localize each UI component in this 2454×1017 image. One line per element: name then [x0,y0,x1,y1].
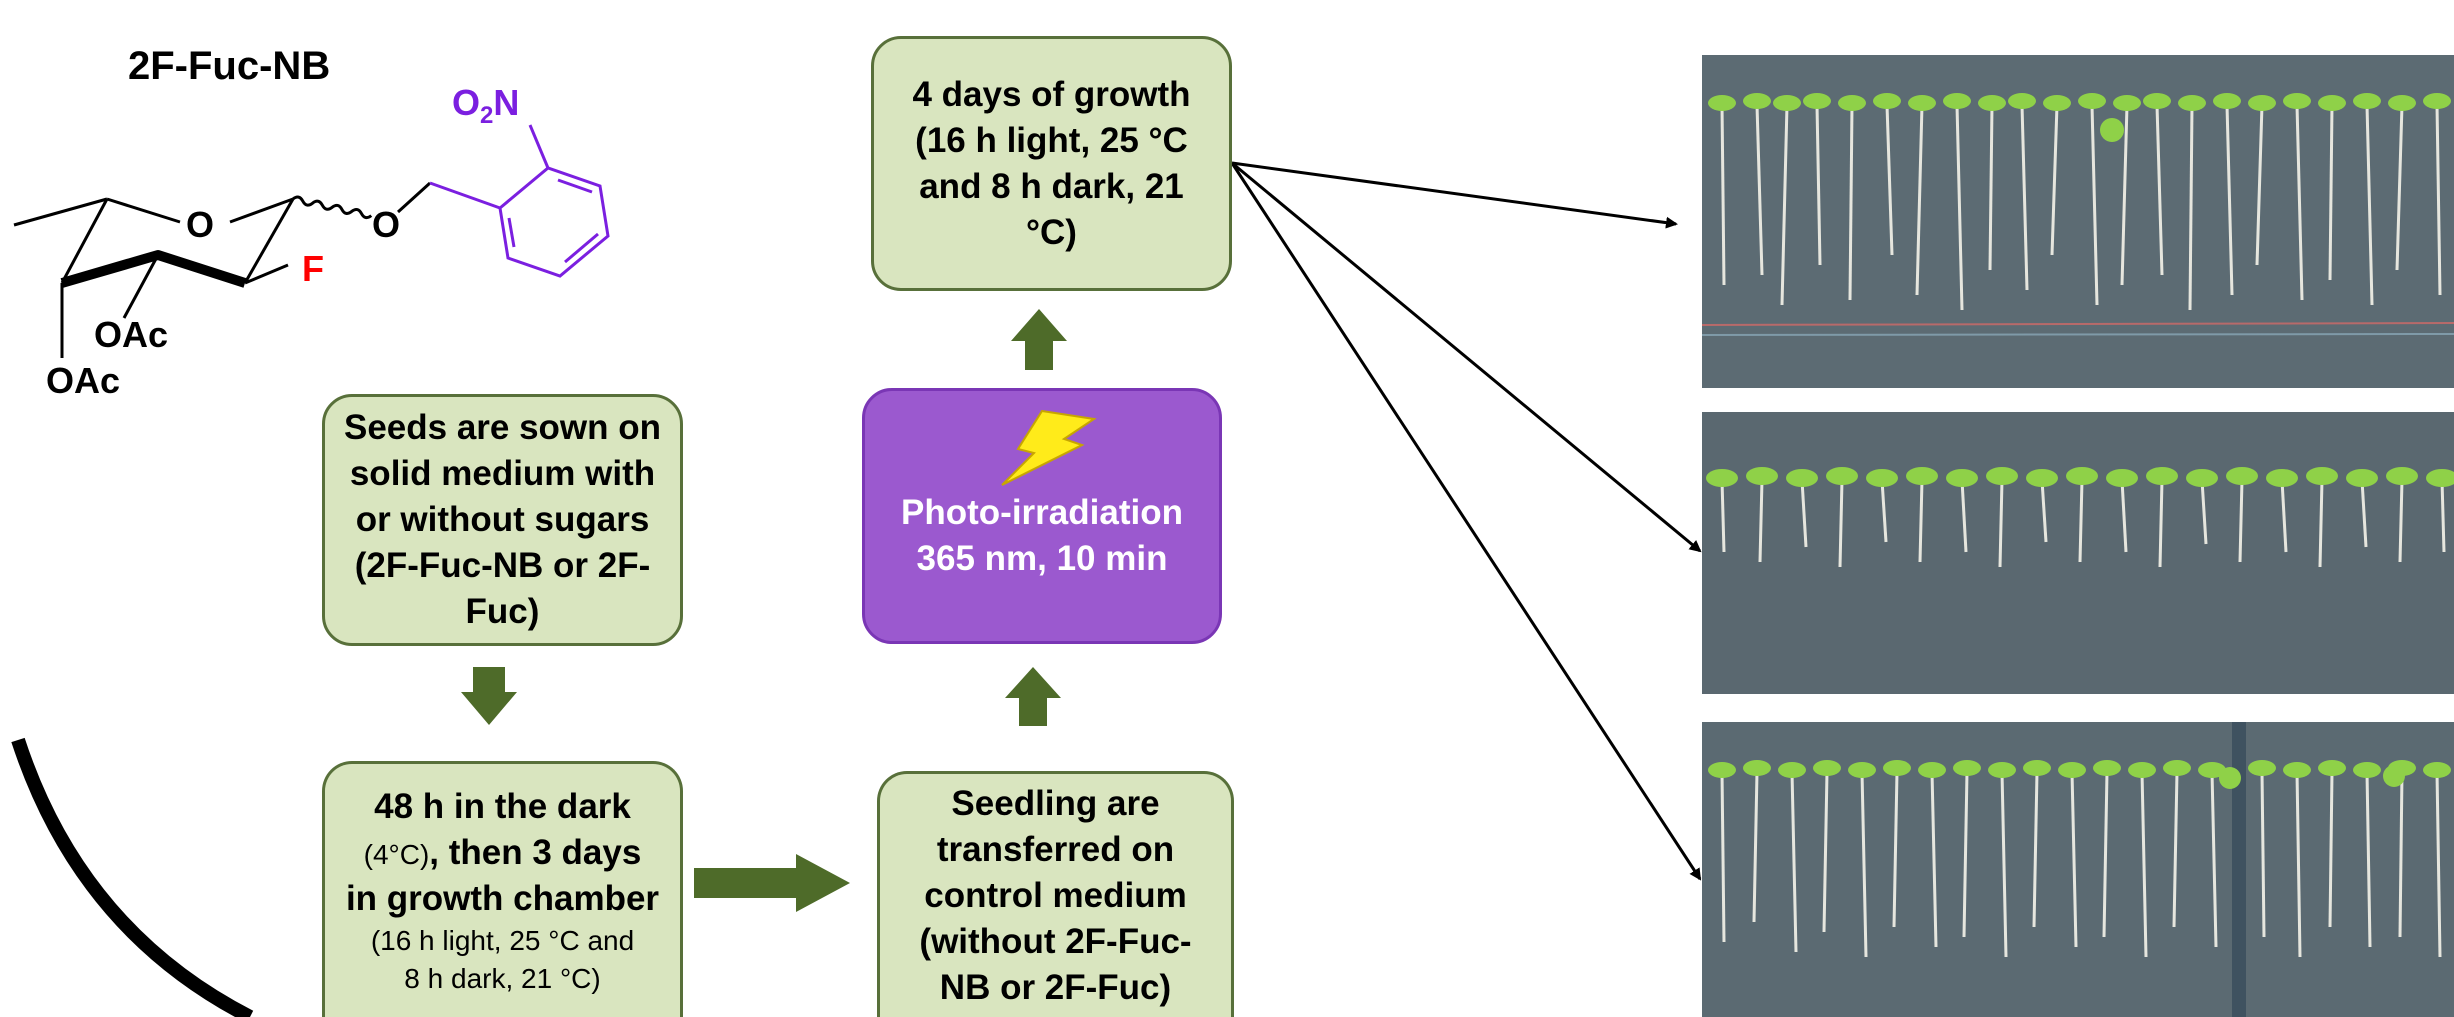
sow-line-1: Seeds are sown on [343,408,662,447]
arrow-up-icon-lower [1005,667,1061,726]
photo-arrow-middle [1231,161,1702,553]
nitro-oxygen: O [452,82,481,123]
transfer-line-5: NB or 2F-Fuc) [939,967,1172,1007]
step-growth: 4 days of growth (16 h light, 25 °C and … [871,36,1232,291]
nitro-subscript: 2 [480,102,494,130]
glycosidic-oxygen-label: O [372,204,401,245]
step-sow-seeds: Seeds are sown on solid medium with or w… [322,394,683,646]
arrow-up-icon-upper [1011,309,1067,370]
seedling-photo-middle [1702,412,2454,694]
seedling-photo-middle-art [1702,412,2454,694]
dark-line-4: (16 h light, 25 °C and [370,924,635,956]
photo-arrow-top [1231,161,1678,229]
sow-line-3: or without sugars [355,500,650,539]
transfer-line-2: transferred on [936,829,1175,869]
photo-arrow-bottom [1230,162,1702,881]
growth-line-3: and 8 h dark, 21 [919,166,1184,206]
fluorine-label: F [302,248,324,289]
transfer-line-4: (without 2F-Fuc- [919,921,1192,961]
irradiation-line-1: Photo-irradiation [901,493,1183,532]
molecule-structure [13,124,610,358]
nitro-nitrogen: N [493,82,520,123]
growth-line-1: 4 days of growth [912,74,1191,114]
seedling-photo-bottom [1702,722,2454,1017]
step-dark-incubation: 48 h in the dark (4°C), then 3 days in g… [322,761,683,1017]
background-arc [11,737,254,1017]
seedling-photo-top-art [1702,55,2454,388]
growth-line-4: °C) [1026,212,1077,252]
step-transfer: Seedling are transferred on control medi… [877,771,1234,1017]
growth-line-2: (16 h light, 25 °C [915,120,1188,160]
ring-oxygen-label: O [186,204,215,245]
dark-line-1: 48 h in the dark [374,786,631,826]
dark-line-3: in growth chamber [345,878,660,918]
transfer-line-1: Seedling are [951,783,1160,823]
dark-then: , then 3 days [429,832,642,872]
nitro-group-label: O2N [452,82,519,130]
arrow-down-icon [461,667,517,725]
dark-line-5: 8 h dark, 21 °C) [404,962,601,994]
transfer-line-3: control medium [924,875,1187,915]
dark-line-2: (4°C), then 3 days [364,830,642,876]
seedling-photo-bottom-art [1702,722,2454,1017]
sow-line-2: solid medium with [349,454,656,493]
arrow-right-icon [694,854,850,912]
step-photo-irradiation: Photo-irradiation 365 nm, 10 min [862,388,1222,644]
seedling-photo-top [1702,55,2454,388]
acetate-label-2: OAc [46,360,121,401]
dark-temperature: (4°C) [363,838,430,870]
sow-line-5: Fuc) [465,592,540,631]
irradiation-line-2: 365 nm, 10 min [916,539,1168,578]
lightning-icon [1001,409,1097,486]
acetate-label-1: OAc [94,314,169,355]
sow-line-4: (2F-Fuc-NB or 2F- [354,546,651,585]
molecule-title: 2F-Fuc-NB [128,44,331,88]
